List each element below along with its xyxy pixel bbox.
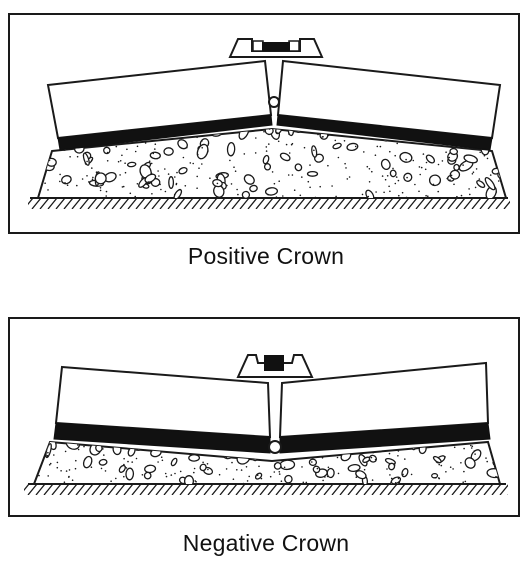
caption-negative-crown: Negative Crown	[182, 530, 350, 556]
right-tie	[276, 59, 502, 151]
rail-bracket	[228, 38, 324, 58]
rail-bracket	[236, 354, 314, 378]
positive-crown-drawing	[28, 38, 510, 209]
left-tie	[53, 365, 272, 454]
joint-pin	[268, 440, 282, 454]
left-tie	[46, 59, 273, 151]
ground-hatching	[28, 198, 510, 209]
positive-crown-diagram	[8, 13, 520, 234]
ground-hatching	[24, 484, 508, 495]
joint-pin	[268, 96, 280, 108]
negative-crown-drawing	[24, 354, 508, 495]
right-tie	[278, 361, 491, 454]
negative-crown-diagram	[8, 317, 520, 517]
caption-positive-crown: Positive Crown	[187, 243, 345, 269]
